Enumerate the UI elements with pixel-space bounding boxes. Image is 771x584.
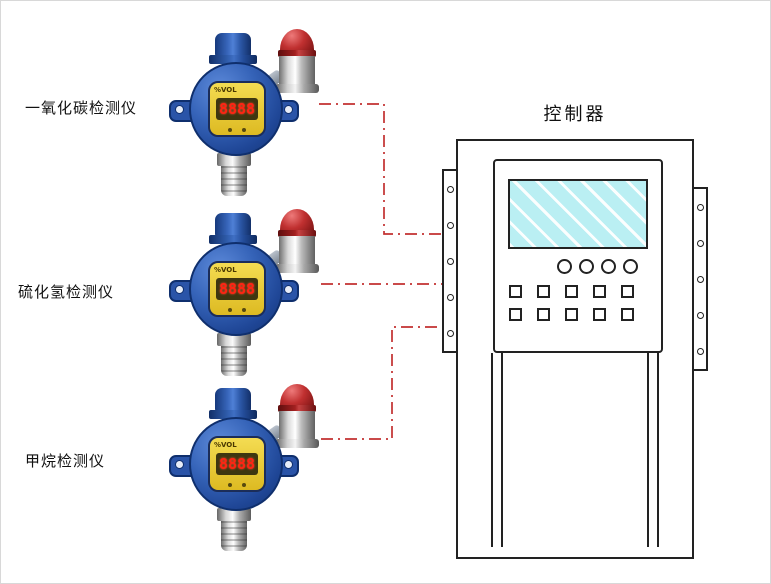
detector-cap-flange [209, 55, 257, 64]
detector-display: %VOL 8888 [208, 81, 266, 137]
bracket-hole [696, 203, 704, 211]
panel-button [537, 285, 550, 298]
detector-label-co: 一氧化碳检测仪 [25, 99, 138, 117]
detector-ch4: %VOL 8888 [161, 384, 336, 554]
display-buttons [210, 479, 264, 487]
sensor-collar [217, 333, 251, 346]
panel-button [621, 308, 634, 321]
indicator-light [579, 259, 594, 274]
bracket-hole [446, 257, 454, 265]
beacon-base [279, 236, 315, 266]
beacon-base [279, 411, 315, 441]
alarm-beacon [275, 29, 319, 93]
panel-button [509, 308, 522, 321]
wire-co-to-controller [319, 103, 453, 235]
indicator-lights [557, 259, 638, 274]
panel-button [509, 285, 522, 298]
detector-display: %VOL 8888 [208, 436, 266, 492]
panel-button [621, 285, 634, 298]
panel-button [593, 285, 606, 298]
detector-cap-flange [209, 235, 257, 244]
detector-cap [215, 33, 251, 57]
sensor-tube [221, 346, 247, 376]
panel-button [537, 308, 550, 321]
controller-title: 控制器 [543, 104, 607, 125]
bracket-hole [446, 329, 454, 337]
sensor-tube [221, 166, 247, 196]
beacon-collar [275, 439, 319, 448]
detector-cap [215, 388, 251, 412]
gas-sensor [217, 153, 251, 199]
display-buttons [210, 304, 264, 312]
display-unit: %VOL [214, 266, 237, 274]
beacon-band [278, 50, 316, 57]
controller-screen [508, 179, 648, 249]
display-digits: 8888 [216, 278, 258, 300]
wire-ch4-to-controller [321, 326, 442, 440]
detector-cap-flange [209, 410, 257, 419]
gas-sensor [217, 508, 251, 554]
display-unit: %VOL [214, 86, 237, 94]
cabinet-seam [491, 353, 493, 547]
controller-cabinet [456, 139, 694, 559]
bracket-hole [446, 293, 454, 301]
detector-co: %VOL 8888 [161, 29, 336, 199]
detector-cap [215, 213, 251, 237]
beacon-band [278, 230, 316, 237]
beacon-band [278, 405, 316, 412]
display-digits: 8888 [216, 98, 258, 120]
detector-label-ch4: 甲烷检测仪 [25, 452, 106, 470]
mounting-bracket-right [692, 187, 708, 371]
indicator-light [601, 259, 616, 274]
button-grid [509, 285, 634, 321]
display-unit: %VOL [214, 441, 237, 449]
bracket-hole [446, 185, 454, 193]
bracket-hole [696, 311, 704, 319]
cabinet-seam [657, 353, 659, 547]
beacon-collar [275, 84, 319, 93]
detector-label-h2s: 硫化氢检测仪 [18, 283, 115, 301]
detector-display: %VOL 8888 [208, 261, 266, 317]
sensor-collar [217, 153, 251, 166]
bracket-hole [696, 239, 704, 247]
display-digits: 8888 [216, 453, 258, 475]
controller-unit [442, 139, 708, 559]
indicator-light [623, 259, 638, 274]
bracket-hole [446, 221, 454, 229]
sensor-collar [217, 508, 251, 521]
panel-button [565, 285, 578, 298]
bracket-hole [696, 275, 704, 283]
alarm-beacon [275, 384, 319, 448]
controller-front-panel [493, 159, 663, 353]
display-buttons [210, 124, 264, 132]
panel-button [593, 308, 606, 321]
beacon-base [279, 56, 315, 86]
alarm-beacon [275, 209, 319, 273]
cabinet-seam [647, 353, 649, 547]
bracket-hole [696, 347, 704, 355]
gas-sensor [217, 333, 251, 379]
panel-button [565, 308, 578, 321]
beacon-collar [275, 264, 319, 273]
sensor-tube [221, 521, 247, 551]
detector-h2s: %VOL 8888 [161, 209, 336, 379]
cabinet-seam [501, 353, 503, 547]
indicator-light [557, 259, 572, 274]
